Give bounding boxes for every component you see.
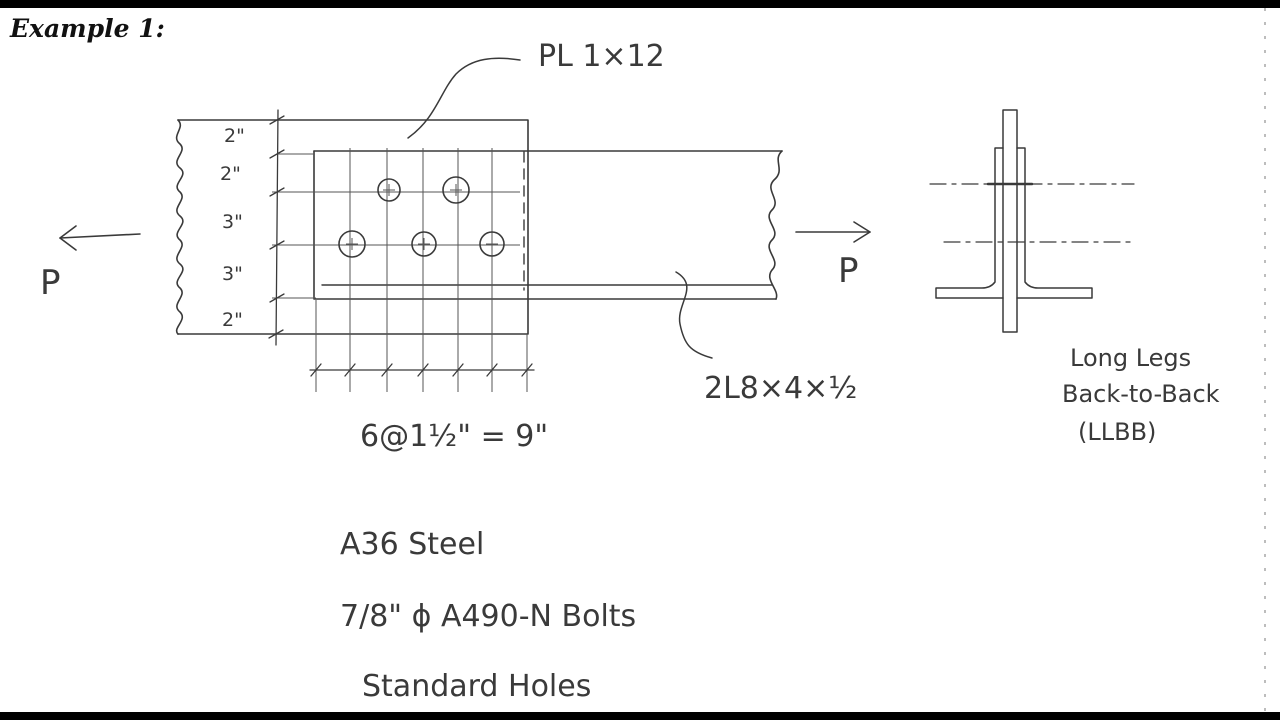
note-bolts: 7/8" ϕ A490-N Bolts bbox=[340, 599, 636, 634]
section-right-angle bbox=[1016, 147, 1093, 299]
bolt-hole bbox=[411, 231, 437, 257]
section-note-line1: Long Legs bbox=[1070, 344, 1191, 372]
angle-leader bbox=[675, 271, 713, 359]
angle-label: 2L8×4×½ bbox=[704, 371, 857, 406]
double-angle-member bbox=[313, 150, 783, 300]
top-border bbox=[0, 0, 1280, 8]
vertical-dimension-labels: 2" 2" 3" 3" 2" bbox=[220, 125, 245, 331]
note-holes: Standard Holes bbox=[362, 669, 591, 704]
section-view bbox=[929, 109, 1135, 333]
bolt-hole bbox=[377, 178, 401, 202]
dim-edge-bottom: 2" bbox=[222, 309, 243, 331]
horizontal-dimension-chain bbox=[309, 363, 535, 377]
plate-leader bbox=[407, 57, 521, 139]
dim-angle-edge: 2" bbox=[220, 163, 241, 185]
right-load-arrow bbox=[795, 221, 871, 243]
plate-label: PL 1×12 bbox=[538, 39, 665, 74]
plate-break-line bbox=[175, 119, 184, 335]
angle-break-line bbox=[768, 150, 783, 300]
bolt-hole bbox=[338, 230, 366, 258]
section-note-line3: (LLBB) bbox=[1078, 418, 1156, 446]
bottom-border bbox=[0, 712, 1280, 720]
left-load-arrow bbox=[59, 225, 141, 251]
gusset-plate bbox=[175, 119, 529, 335]
bolt-gridlines bbox=[272, 148, 528, 392]
load-right: P bbox=[838, 251, 859, 291]
section-gusset-plate bbox=[1002, 109, 1018, 333]
example-title: Example 1: bbox=[10, 14, 165, 43]
right-dotted-edge bbox=[1264, 8, 1266, 712]
bolt-holes bbox=[338, 176, 505, 258]
bolt-hole bbox=[479, 231, 505, 257]
note-steel-grade: A36 Steel bbox=[340, 527, 484, 562]
dim-gauge-1: 3" bbox=[222, 211, 243, 233]
bolt-hole bbox=[442, 176, 470, 204]
dim-edge-top: 2" bbox=[224, 125, 245, 147]
dim-gauge-2: 3" bbox=[222, 263, 243, 285]
spacing-dimension: 6@1½" = 9" bbox=[360, 419, 548, 454]
section-note-line2: Back-to-Back bbox=[1062, 380, 1220, 408]
section-left-angle bbox=[935, 147, 1004, 299]
vertical-dimension-chain bbox=[268, 109, 314, 346]
load-left: P bbox=[40, 263, 61, 303]
